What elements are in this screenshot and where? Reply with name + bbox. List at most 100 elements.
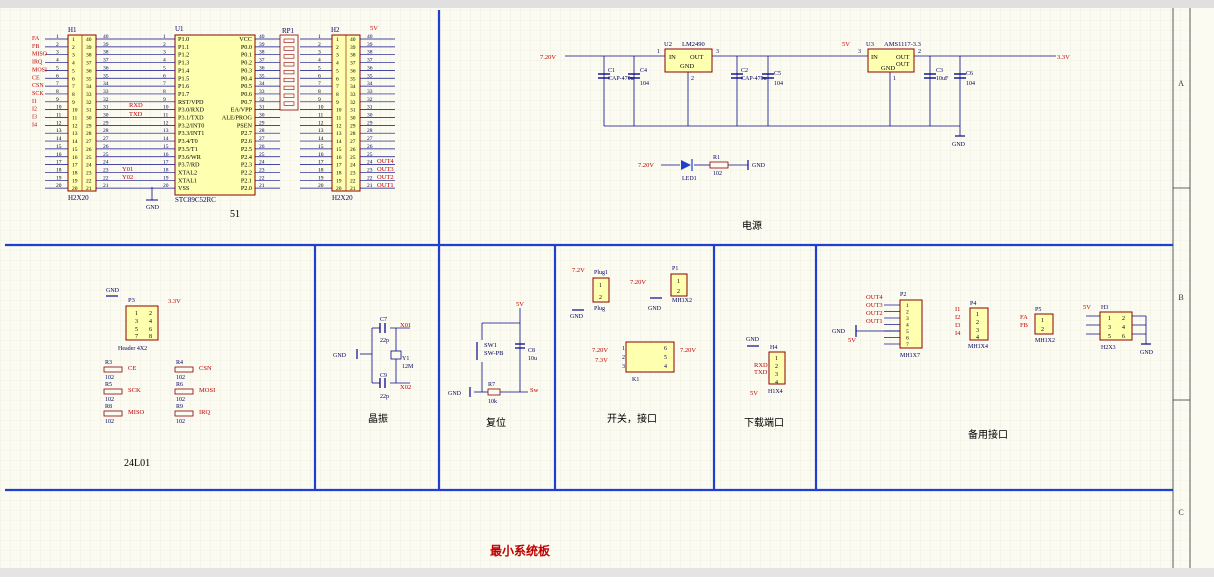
p1-connector[interactable] (670, 273, 688, 297)
nrf-title: 24L01 (124, 458, 150, 469)
h1-inner-number-a: 17 (72, 163, 78, 169)
nrf-resistor-value: 102 (176, 397, 185, 403)
p4-connector[interactable] (969, 307, 989, 341)
h1-net-rxd: RXD (129, 102, 143, 109)
h1-inner-number-b: 29 (86, 123, 92, 129)
h1-ext-number: 38 (103, 50, 109, 56)
u3-regulator[interactable] (867, 48, 915, 73)
rp1-ref: RP1 (282, 27, 295, 35)
r7-resistor[interactable] (487, 388, 501, 396)
k1-in1: 7.20V (592, 347, 608, 354)
mcu-left-pin-label: P3.5/T1 (178, 146, 198, 153)
h2-inner-number-b: 37 (350, 61, 356, 67)
c8-val: 10u (528, 356, 537, 362)
u3-out2: OUT (896, 61, 909, 68)
mcu-left-pin-label: XTAL1 (178, 177, 197, 184)
rp1-element (283, 54, 295, 59)
h1-inner-number-a: 16 (72, 155, 78, 161)
plug1-connector[interactable] (592, 277, 610, 303)
mcu-left-pin-number: 13 (163, 128, 169, 134)
h2-inner-number-b: 32 (350, 100, 356, 106)
p5-connector[interactable] (1034, 313, 1054, 335)
rp1-element (283, 70, 295, 75)
y1-crystal[interactable] (390, 350, 402, 360)
u3-out1: OUT (896, 54, 909, 61)
h2-inner-number-b: 24 (350, 163, 356, 169)
led-vin: 7.20V (638, 162, 654, 169)
h2-pin-number: 9 (318, 97, 321, 103)
mcu-body[interactable] (174, 34, 256, 196)
h2-pin-number: 13 (318, 128, 324, 134)
nrf-resistor[interactable] (103, 388, 123, 395)
h1-pin-number: 11 (56, 113, 62, 119)
mcu-right-pin-number: 27 (259, 136, 265, 142)
h2-inner-number-b: 21 (350, 186, 356, 192)
nrf-resistor[interactable] (103, 410, 123, 417)
h1-inner-number-a: 13 (72, 131, 78, 137)
p2-connector[interactable] (899, 299, 923, 349)
mcu-right-pin-number: 39 (259, 42, 265, 48)
u2-regulator[interactable] (664, 48, 713, 73)
bottom-scrollbar[interactable] (0, 568, 1214, 577)
mcu-left-pin-number: 2 (163, 42, 166, 48)
mcu-part: STC89C52RC (175, 196, 216, 204)
k1-switch[interactable] (625, 341, 675, 373)
nrf-resistor[interactable] (103, 366, 123, 373)
h3-pin-3: 3 (1108, 325, 1111, 331)
p2-net-out1: OUT1 (866, 318, 883, 325)
h1-inner-number-b: 21 (86, 186, 92, 192)
top-scrollbar[interactable] (0, 0, 1214, 8)
x01-net: X01 (400, 322, 411, 329)
h1-pin-number: 16 (56, 152, 62, 158)
h3-header[interactable] (1099, 311, 1133, 341)
h4-header[interactable] (768, 351, 786, 385)
led1-ref: LED1 (682, 176, 697, 182)
nrf-resistor[interactable] (174, 410, 194, 417)
mcu-right-pin-number: 32 (259, 97, 265, 103)
nrf-resistor-ref: R6 (176, 382, 183, 388)
u3-gnd: GND (881, 65, 895, 72)
p4-part: MH1X4 (968, 344, 988, 350)
h2-inner-number-a: 9 (336, 100, 339, 106)
u2-pin-1: 1 (657, 49, 660, 55)
h3-ref: H3 (1101, 305, 1108, 311)
h3-pin-2: 2 (1122, 316, 1125, 322)
nrf-resistor-value: 102 (105, 397, 114, 403)
mcu-left-pin-number: 9 (163, 97, 166, 103)
h1-pin-number: 12 (56, 120, 62, 126)
h1-ext-number: 31 (103, 105, 109, 111)
nrf-resistor[interactable] (174, 388, 194, 395)
p4-pin-1: 1 (976, 312, 979, 318)
p3-header[interactable] (125, 305, 159, 341)
r1-resistor[interactable] (709, 161, 729, 169)
h2-inner-number-b: 34 (350, 84, 356, 90)
h1-net-label: FA (32, 36, 40, 42)
nrf-resistor-value: 102 (105, 419, 114, 425)
h2-inner-number-b: 26 (350, 147, 356, 153)
h4-part: H1X4 (768, 389, 783, 395)
h1-inner-number-a: 7 (72, 84, 75, 90)
p3-ref: P3 (128, 297, 135, 304)
h3-5v: 5V (1083, 304, 1091, 311)
mcu-left-pin-label: P3.7/RD (178, 162, 200, 169)
h1-inner-number-a: 9 (72, 100, 75, 106)
h1-ext-number: 39 (103, 42, 109, 48)
p2-part: MH1X7 (900, 353, 920, 359)
p3-gnd: GND (106, 288, 120, 294)
p4-net-i2: I2 (955, 314, 960, 321)
led1-diode[interactable] (681, 160, 691, 170)
h2-ext-number: 27 (367, 136, 373, 142)
p3-3v3: 3.3V (168, 298, 181, 305)
h1-inner-number-a: 14 (72, 139, 78, 145)
h1-net-label: I3 (32, 115, 37, 121)
h2-ext-number: 25 (367, 152, 373, 158)
mcu-left-pin-number: 11 (163, 113, 169, 119)
p1-gnd: GND (648, 306, 662, 312)
h1-inner-number-b: 39 (86, 45, 92, 51)
mcu-right-pin-label: P0.3 (241, 67, 252, 74)
nrf-resistor[interactable] (174, 366, 194, 373)
h2-inner-number-b: 38 (350, 53, 356, 59)
mcu-ref: U1 (175, 25, 184, 33)
p1-pin-1: 1 (677, 279, 680, 285)
